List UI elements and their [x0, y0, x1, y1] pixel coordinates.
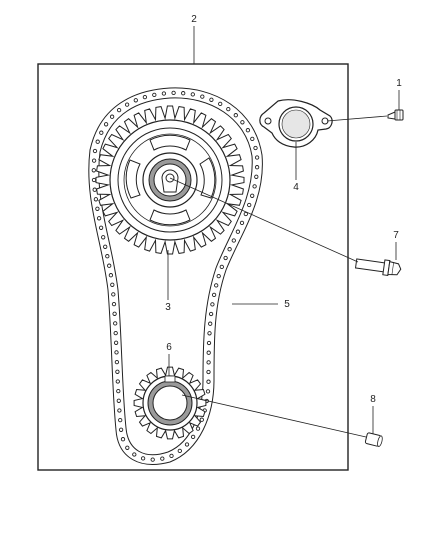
camshaft-sprocket-bolt	[354, 258, 402, 277]
dowel-pin	[364, 432, 383, 447]
callout-8: 8	[370, 394, 376, 405]
callout-5: 5	[284, 299, 290, 310]
thrust-plate	[259, 99, 333, 148]
callout-7: 7	[393, 230, 399, 241]
timing-chain	[88, 87, 263, 465]
callout-3: 3	[165, 302, 171, 313]
leader-lines	[167, 26, 400, 438]
callout-4: 4	[293, 182, 299, 193]
bolt	[387, 109, 404, 121]
chain-links	[91, 90, 260, 462]
callout-2: 2	[191, 14, 197, 25]
callout-1: 1	[396, 78, 402, 89]
camshaft-sprocket	[95, 105, 245, 255]
callout-6: 6	[166, 342, 172, 353]
crankshaft-sprocket	[133, 366, 207, 440]
